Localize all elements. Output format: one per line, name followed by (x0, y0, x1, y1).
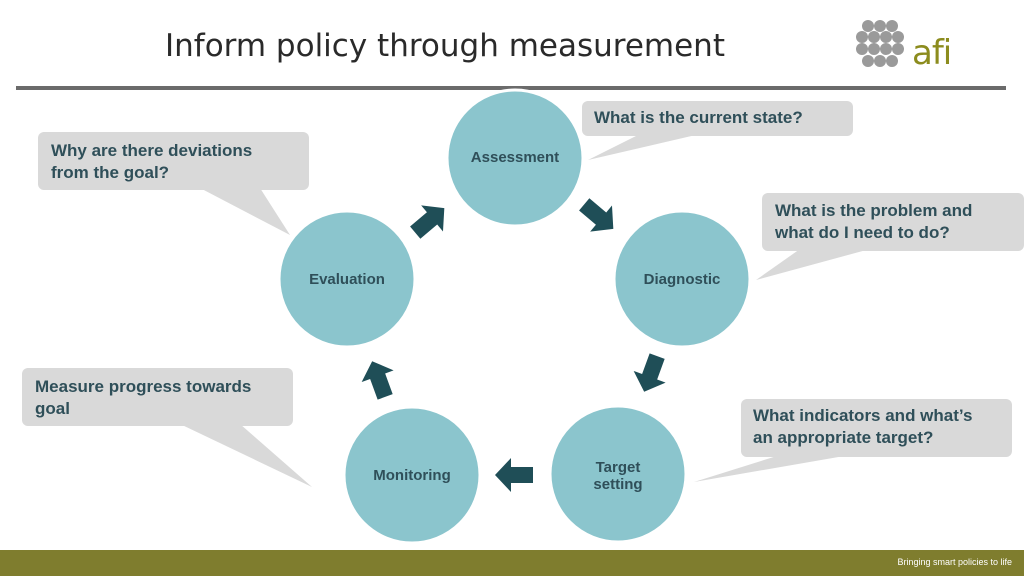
callout-progress-shape (22, 368, 312, 487)
callout-indicators: What indicators and what’s an appropriat… (753, 405, 972, 449)
arrow-target-to-monitoring-icon (495, 458, 533, 492)
logo-text: afi (912, 33, 952, 73)
arrow-evaluation-to-assessment-icon (410, 205, 445, 239)
arrow-diagnostic-to-target-icon (633, 353, 666, 392)
arrow-monitoring-to-evaluation-icon (361, 361, 394, 400)
callout-current-state: What is the current state? (594, 108, 803, 127)
callout-progress-line2: goal (35, 399, 70, 418)
monitoring-node (342, 405, 482, 545)
logo-mark-icon (856, 20, 904, 67)
callout-problem-shape (756, 193, 1024, 280)
evaluation-label: Evaluation (309, 271, 385, 288)
footer-bar: Bringing smart policies to life (0, 550, 1024, 576)
target-setting-label-line2: setting (593, 476, 643, 493)
header-divider (16, 86, 1006, 90)
callout-indicators-shape (694, 399, 1012, 482)
callout-deviations-shape (38, 132, 309, 235)
evaluation-node (277, 209, 417, 349)
page-title: Inform policy through measurement (165, 28, 725, 64)
target-setting-label-line1: Target (595, 459, 641, 476)
callout-deviations-line2: from the goal? (51, 163, 170, 182)
callout-indicators-line2: an appropriate target? (753, 428, 934, 447)
callout-current-state-shape (582, 101, 853, 160)
monitoring-label: Monitoring (373, 467, 451, 484)
assessment-label: Assessment (470, 149, 560, 166)
callout-deviations: Why are there deviations from the goal? (51, 140, 252, 184)
callout-progress: Measure progress towards goal (35, 376, 251, 420)
callout-indicators-line1: What indicators and what’s (753, 406, 973, 425)
callout-problem-line2: what do I need to do? (775, 223, 950, 242)
assessment-node (445, 88, 585, 228)
target-setting-label: Target setting (548, 459, 688, 493)
arrow-assessment-to-diagnostic-icon (579, 198, 614, 232)
callout-deviations-line1: Why are there deviations (51, 141, 253, 160)
callout-progress-line1: Measure progress towards (35, 377, 252, 396)
diagnostic-label: Diagnostic (643, 271, 721, 288)
footer-tagline: Bringing smart policies to life (897, 557, 1012, 567)
target-setting-node (548, 404, 688, 544)
callout-problem: What is the problem and what do I need t… (775, 200, 972, 244)
callout-problem-line1: What is the problem and (775, 201, 973, 220)
afi-logo (852, 18, 972, 74)
diagnostic-node (612, 209, 752, 349)
